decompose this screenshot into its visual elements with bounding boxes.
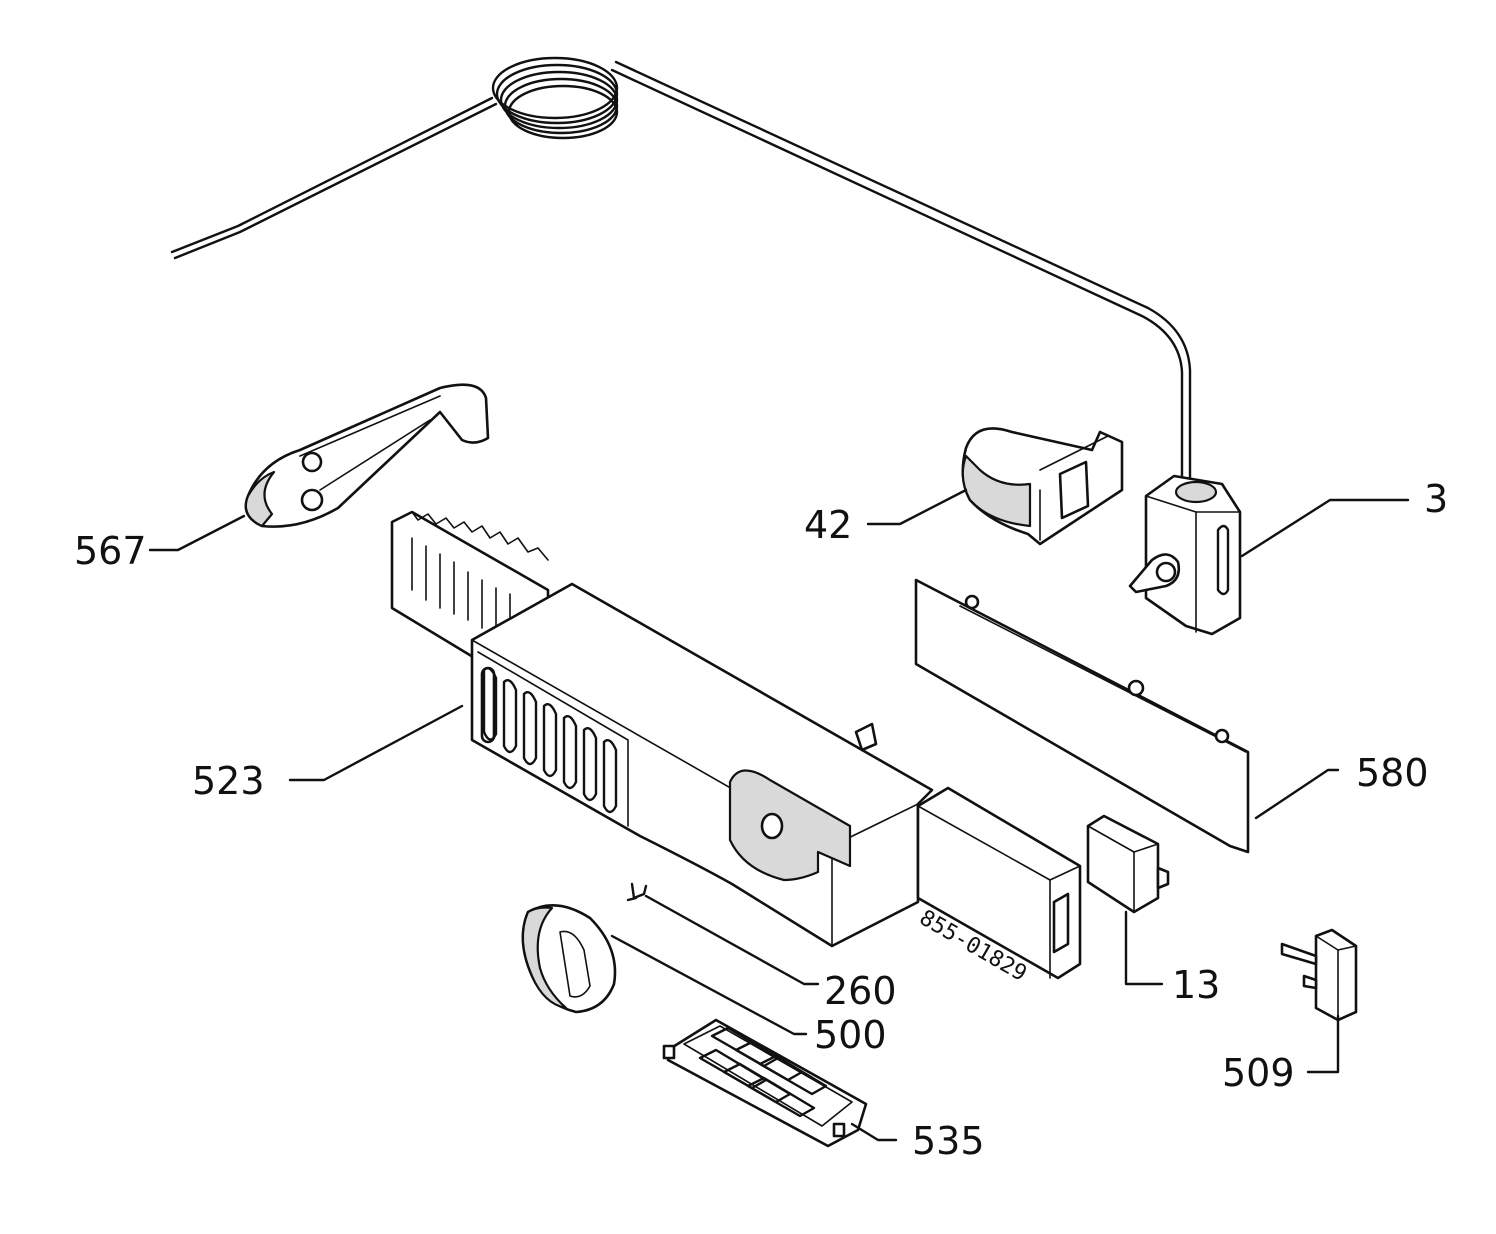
capillary-tube <box>170 56 1192 482</box>
part-500-knob <box>521 903 617 1014</box>
callout-535: 535 <box>912 1119 985 1163</box>
callout-523: 523 <box>192 759 265 803</box>
callout-500: 500 <box>814 1013 887 1057</box>
part-535-grille <box>662 1018 868 1148</box>
callout-13: 13 <box>1172 963 1220 1007</box>
part-3-thermostat <box>1128 474 1242 636</box>
part-42-lamp-holder <box>961 427 1124 546</box>
callout-260: 260 <box>824 969 897 1013</box>
part-260-clip <box>626 882 648 902</box>
part-523-housing <box>390 510 934 948</box>
leader-lines <box>148 488 1410 1142</box>
part-580-cover-plate <box>914 578 1250 854</box>
callout-567: 567 <box>74 529 147 573</box>
callout-42: 42 <box>804 503 852 547</box>
part-13-switch <box>1086 814 1170 914</box>
callout-3: 3 <box>1424 477 1448 521</box>
module-block: 855-01829 <box>915 786 1082 987</box>
callout-580: 580 <box>1356 751 1429 795</box>
part-567-bracket-arm <box>244 383 490 528</box>
callouts: 567 42 3 523 580 13 260 500 535 509 <box>74 477 1448 1163</box>
callout-509: 509 <box>1222 1051 1295 1095</box>
part-509-small-switch <box>1280 928 1358 1022</box>
